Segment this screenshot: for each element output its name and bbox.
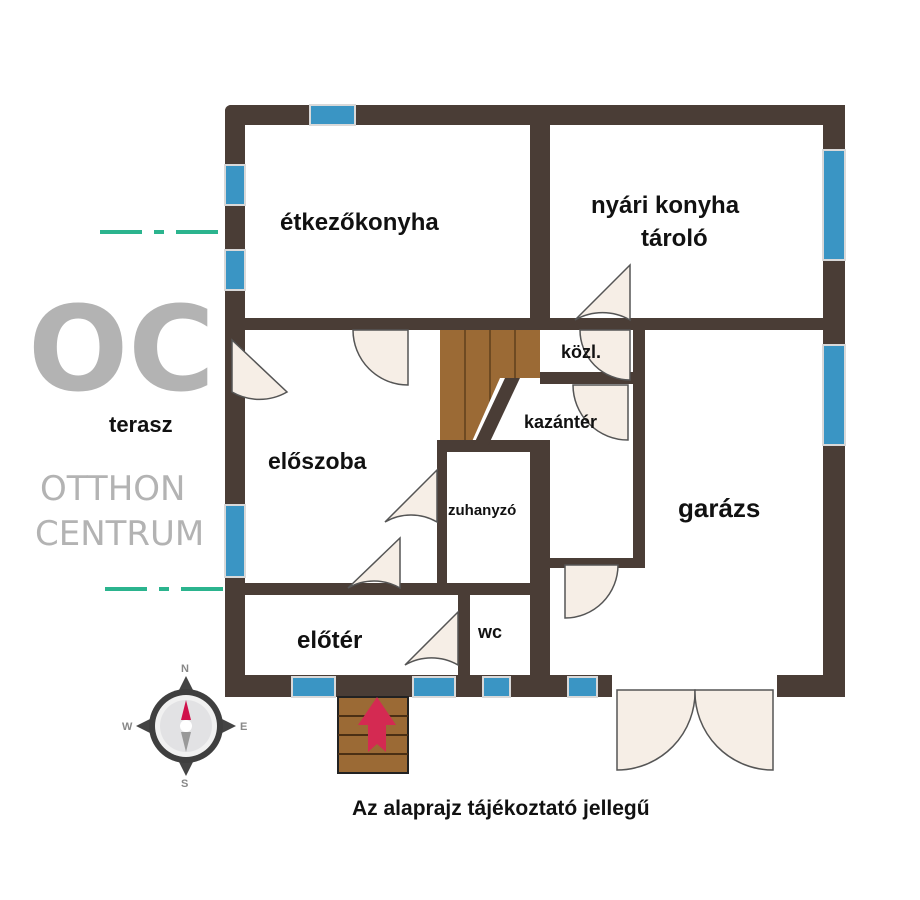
room-label-eloter: előtér [297,627,362,654]
room-label-nyari-konyha: nyári konyha [591,192,740,219]
footer-note: Az alaprajz tájékoztató jellegű [352,797,650,820]
room-label-wc: wc [477,622,502,642]
watermark-line1: OTTHON [40,469,185,509]
compass-s: S [181,778,188,790]
watermark-line2: CENTRUM [35,514,204,554]
compass-e: E [240,721,247,733]
compass-n: N [181,663,189,675]
room-label-etkezokonyha: étkezőkonyha [280,209,439,236]
compass-w: W [122,721,133,733]
room-label-kozl: közl. [561,342,601,362]
room-label-terasz: terasz [109,412,173,437]
windows [224,104,846,698]
room-label-kazanter: kazántér [524,412,597,432]
room-label-eloszoba: előszoba [268,448,367,474]
room-label-zuhanyzo: zuhanyzó [448,502,516,519]
watermark-logo: OC [28,280,215,418]
entrance-arrow-icon [358,697,396,752]
room-label-garazs: garázs [678,493,760,523]
room-label-tarolo: tároló [641,225,708,252]
compass-icon: N S W E [122,663,247,790]
doors [231,263,774,771]
